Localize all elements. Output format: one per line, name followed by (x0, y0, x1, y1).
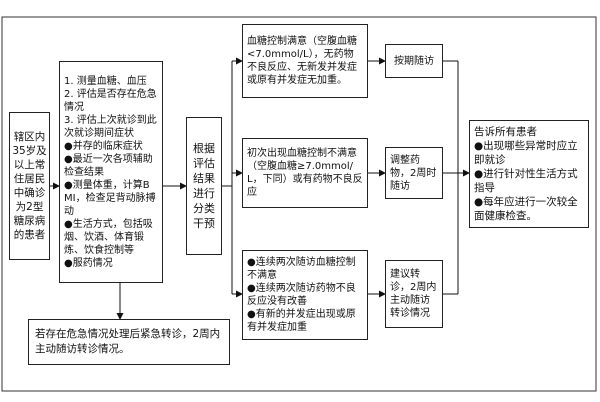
condition-satisfied-text: 血糖控制满意（空腹血糖<7.0mmol/L），无药物不良反应、无新发并发症或原有… (247, 36, 357, 86)
emergency-box: 若存在危急情况处理后紧急转诊，2周内主动随访转诊情况。 (28, 319, 230, 365)
condition-repeated-line: ●连续两次随访血糖控制不满意 (247, 257, 356, 281)
assessment-line: ●服药情况 (64, 257, 113, 269)
assessment-line: ●最近一次各项辅助检查结果 (64, 153, 153, 178)
patients-text: 辖区内35岁及以上常住居民中确诊为2型糖尿病的患者 (12, 131, 47, 241)
condition-repeated-line: ●连续两次随访药物不良反应没有改善 (247, 283, 356, 307)
action-scheduled-box: 按期随访 (385, 44, 443, 78)
action-adjust-box: 调整药物，2周时随访 (385, 147, 443, 199)
action-scheduled-text: 按期随访 (394, 55, 434, 67)
condition-satisfied-box: 血糖控制满意（空腹血糖<7.0mmol/L），无药物不良反应、无新发并发症或原有… (242, 24, 368, 98)
outer-frame (1, 16, 597, 392)
assessment-line: ●并存的临床症状 (64, 140, 143, 152)
action-referral-text: 建议转诊，2周内主动随访转诊情况 (390, 269, 437, 319)
condition-repeated-line: ●有新的并发症出现或原有并发症加重 (247, 309, 356, 333)
condition-repeated-box: ●连续两次随访血糖控制不满意 ●连续两次随访药物不良反应没有改善 ●有新的并发症… (242, 250, 368, 340)
inform-line: ●出现哪些异常时应立即就诊 (474, 140, 578, 166)
condition-repeated-list: ●连续两次随访血糖控制不满意 ●连续两次随访药物不良反应没有改善 ●有新的并发症… (247, 256, 363, 334)
assessment-box: 1. 测量血糖、血压 2. 评估是否存在危急情况 3. 评估上次就诊到此次就诊期… (59, 61, 163, 283)
emergency-text: 若存在危急情况处理后紧急转诊，2周内主动随访转诊情况。 (35, 328, 221, 355)
classify-text: 根据评估结果进行分类干预 (193, 142, 215, 230)
condition-first-time-box: 初次出现血糖控制不满意（空腹血糖≥7.0mmol/L，下同）或有药物不良反应 (242, 138, 368, 208)
inform-line: 告诉所有患者 (474, 126, 537, 138)
inform-line: ●进行针对性生活方式指导 (474, 168, 578, 194)
classify-box: 根据评估结果进行分类干预 (186, 117, 222, 255)
assessment-list: 1. 测量血糖、血压 2. 评估是否存在危急情况 3. 评估上次就诊到此次就诊期… (64, 75, 158, 270)
action-referral-box: 建议转诊，2周内主动随访转诊情况 (385, 260, 443, 328)
assessment-line: 2. 评估是否存在危急情况 (64, 88, 157, 113)
inform-box: 告诉所有患者 ●出现哪些异常时应立即就诊 ●进行针对性生活方式指导 ●每年应进行… (469, 120, 589, 228)
assessment-line: 1. 测量血糖、血压 (64, 75, 147, 87)
condition-first-time-text: 初次出现血糖控制不满意（空腹血糖≥7.0mmol/L，下同）或有药物不良反应 (247, 148, 363, 198)
assessment-line: ●测量体重，计算BMI，检查足背动脉搏动 (64, 179, 156, 217)
assessment-line: ●生活方式，包括吸烟、饮酒、体育锻炼、饮食控制等 (64, 218, 153, 256)
inform-list: 告诉所有患者 ●出现哪些异常时应立即就诊 ●进行针对性生活方式指导 ●每年应进行… (474, 125, 584, 223)
action-adjust-text: 调整药物，2周时随访 (390, 154, 437, 192)
inform-line: ●每年应进行一次较全面健康检查。 (474, 196, 578, 222)
patients-box: 辖区内35岁及以上常住居民中确诊为2型糖尿病的患者 (9, 112, 50, 260)
assessment-line: 3. 评估上次就诊到此次就诊期间症状 (64, 114, 157, 139)
